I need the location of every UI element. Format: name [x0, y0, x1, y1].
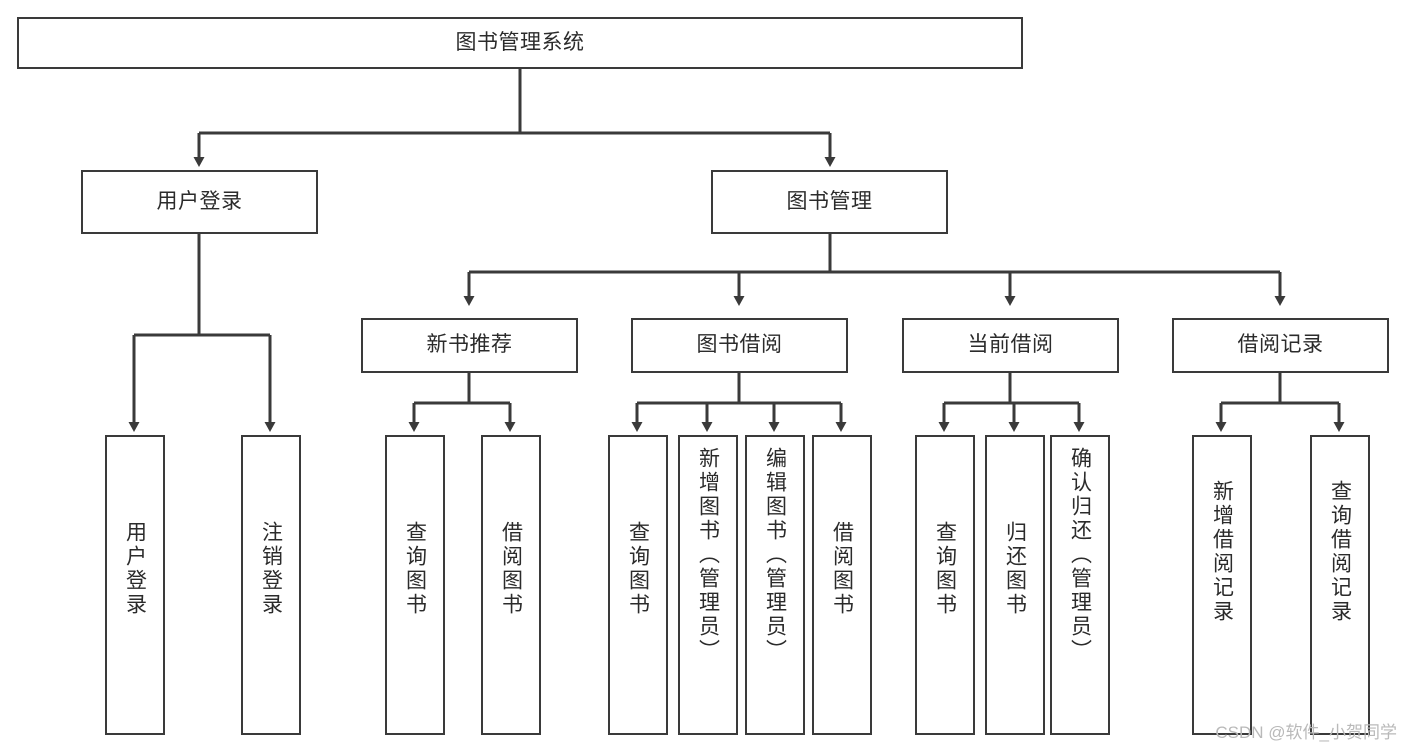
node-leaf-query-book-1-label: 查询图书: [403, 521, 427, 617]
node-leaf-add-book-label: 新增图书（管理员）: [696, 447, 720, 663]
node-leaf-confirm-return-label: 确认归还（管理员）: [1068, 447, 1092, 663]
node-leaf-add-record[interactable]: 新增借阅记录: [1192, 435, 1252, 735]
node-leaf-add-book[interactable]: 新增图书（管理员）: [678, 435, 738, 735]
node-leaf-return-book[interactable]: 归还图书: [985, 435, 1045, 735]
node-leaf-borrow-book-2-label: 借阅图书: [830, 521, 854, 617]
node-book-manage-label: 图书管理: [786, 189, 873, 213]
node-leaf-query-record-label: 查询借阅记录: [1328, 480, 1352, 624]
node-root-label: 图书管理系统: [455, 30, 585, 54]
node-leaf-borrow-book-1[interactable]: 借阅图书: [481, 435, 541, 735]
node-leaf-query-book-1[interactable]: 查询图书: [385, 435, 445, 735]
node-new-book-rec-label: 新书推荐: [426, 333, 513, 357]
node-leaf-user-logout[interactable]: 注销登录: [241, 435, 301, 735]
node-leaf-user-login[interactable]: 用户登录: [105, 435, 165, 735]
node-leaf-edit-book-label: 编辑图书（管理员）: [763, 447, 787, 663]
node-leaf-confirm-return[interactable]: 确认归还（管理员）: [1050, 435, 1110, 735]
node-current-borrow-label: 当前借阅: [967, 333, 1054, 357]
node-borrow-record[interactable]: 借阅记录: [1172, 318, 1389, 373]
node-leaf-query-book-3[interactable]: 查询图书: [915, 435, 975, 735]
node-leaf-edit-book[interactable]: 编辑图书（管理员）: [745, 435, 805, 735]
node-book-borrow-label: 图书借阅: [696, 333, 783, 357]
node-book-borrow[interactable]: 图书借阅: [631, 318, 848, 373]
node-leaf-user-logout-label: 注销登录: [259, 521, 283, 617]
node-user-login-label: 用户登录: [156, 189, 243, 213]
node-leaf-query-book-2[interactable]: 查询图书: [608, 435, 668, 735]
node-current-borrow[interactable]: 当前借阅: [902, 318, 1119, 373]
node-new-book-rec[interactable]: 新书推荐: [361, 318, 578, 373]
node-leaf-add-record-label: 新增借阅记录: [1210, 480, 1234, 624]
node-leaf-user-login-label: 用户登录: [123, 521, 147, 617]
node-root[interactable]: 图书管理系统: [17, 17, 1023, 69]
node-leaf-query-record[interactable]: 查询借阅记录: [1310, 435, 1370, 735]
node-leaf-query-book-3-label: 查询图书: [933, 521, 957, 617]
node-leaf-borrow-book-1-label: 借阅图书: [499, 521, 523, 617]
node-borrow-record-label: 借阅记录: [1237, 333, 1324, 357]
node-book-manage[interactable]: 图书管理: [711, 170, 948, 234]
node-leaf-return-book-label: 归还图书: [1003, 521, 1027, 617]
node-leaf-query-book-2-label: 查询图书: [626, 521, 650, 617]
node-leaf-borrow-book-2[interactable]: 借阅图书: [812, 435, 872, 735]
node-user-login[interactable]: 用户登录: [81, 170, 318, 234]
